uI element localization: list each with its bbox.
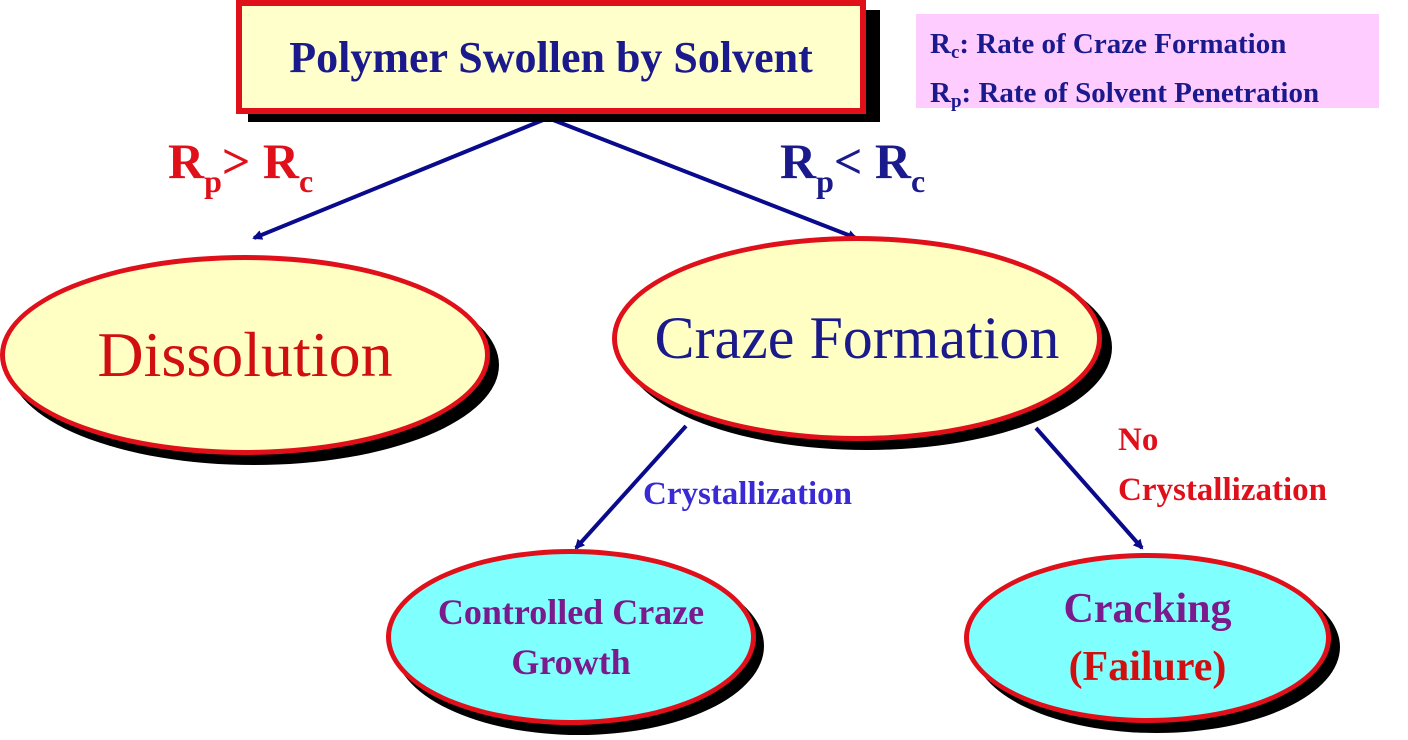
dissolution-node: Dissolution	[0, 255, 490, 455]
cracking-line1: Cracking	[1063, 586, 1232, 632]
controlled-growth-line2: Growth	[511, 642, 631, 682]
legend-box: Rc: Rate of Craze Formation Rp: Rate of …	[916, 14, 1379, 112]
craze-formation-node: Craze Formation	[612, 236, 1102, 441]
legend-rc: Rc: Rate of Craze Formation	[930, 28, 1287, 63]
legend-rp: Rp: Rate of Solvent Penetration	[930, 77, 1320, 112]
cracking-node: Cracking (Failure)	[964, 553, 1331, 723]
title-text: Polymer Swollen by Solvent	[289, 32, 813, 82]
controlled-growth-line1: Controlled Craze	[437, 592, 705, 632]
arrow-to-cracking	[1034, 426, 1144, 550]
craze-formation-label: Craze Formation	[654, 305, 1060, 371]
edge-label-crystallization: Crystallization	[643, 476, 852, 512]
arrow-to-controlled-growth	[574, 424, 688, 550]
controlled-growth-node: Controlled Craze Growth	[386, 549, 756, 725]
dissolution-label: Dissolution	[97, 319, 393, 390]
arrow-to-dissolution	[252, 116, 549, 240]
title-box: Polymer Swollen by Solvent	[236, 0, 866, 114]
edge-label-no-crystallization: No Crystallization	[1118, 422, 1327, 508]
arrow-to-craze-formation	[547, 116, 858, 240]
cracking-line2: (Failure)	[1068, 644, 1227, 690]
branch-label-rp-greater-rc: Rp> Rc	[168, 133, 314, 199]
branch-label-rp-less-rc: Rp< Rc	[780, 133, 926, 199]
